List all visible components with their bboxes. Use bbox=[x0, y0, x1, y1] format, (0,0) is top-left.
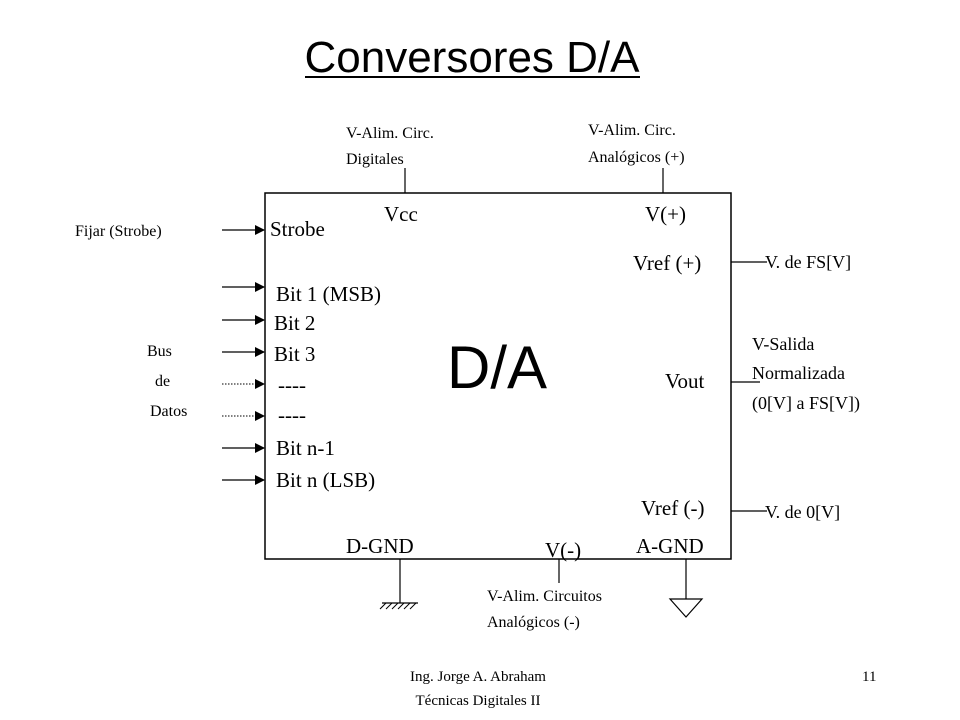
signal-ground-icon bbox=[668, 598, 704, 618]
vcc-note-line2: Digitales bbox=[346, 151, 404, 168]
pin-label-bit3: Bit 3 bbox=[274, 342, 315, 366]
vout-note-line3: (0[V] a FS[V]) bbox=[752, 393, 860, 414]
pin-label-vout: Vout bbox=[665, 369, 704, 393]
da-converter-block bbox=[264, 192, 732, 560]
footer-author: Ing. Jorge A. Abraham bbox=[410, 669, 546, 685]
pin-label-bit2: Bit 2 bbox=[274, 311, 315, 335]
bus-note-line2: de bbox=[155, 373, 170, 390]
chassis-ground-icon bbox=[379, 602, 418, 610]
pin-label-vplus: V(+) bbox=[645, 202, 686, 226]
vminus-note-line2: Analógicos (-) bbox=[487, 614, 580, 631]
pin-label-vcc: Vcc bbox=[384, 202, 418, 226]
pin-label-dash1: ---- bbox=[278, 373, 306, 397]
pin-label-bit1: Bit 1 (MSB) bbox=[276, 282, 381, 306]
bus-note-line3: Datos bbox=[150, 403, 187, 420]
pin-label-bitn: Bit n (LSB) bbox=[276, 468, 375, 492]
fijar-strobe-note: Fijar (Strobe) bbox=[75, 223, 162, 240]
pin-label-vminus: V(-) bbox=[545, 538, 581, 562]
pin-label-dash2: ---- bbox=[278, 403, 306, 427]
vcc-note-line1: V-Alim. Circ. bbox=[346, 125, 434, 142]
vminus-note-line1: V-Alim. Circuitos bbox=[487, 588, 602, 605]
bus-note-line1: Bus bbox=[147, 343, 172, 360]
pin-label-strobe: Strobe bbox=[270, 217, 325, 241]
footer-course: Técnicas Digitales II bbox=[416, 693, 541, 709]
block-center-label: D/A bbox=[447, 334, 547, 401]
vplus-note-line1: V-Alim. Circ. bbox=[588, 122, 676, 139]
vref-plus-note: V. de FS[V] bbox=[765, 252, 851, 272]
page-number: 11 bbox=[862, 669, 876, 685]
pin-label-bitn1: Bit n-1 bbox=[276, 436, 335, 460]
pin-label-dgnd: D-GND bbox=[346, 534, 414, 558]
page-title: Conversores D/A bbox=[304, 33, 640, 82]
pin-label-vref-minus: Vref (-) bbox=[641, 496, 704, 520]
vout-note-line2: Normalizada bbox=[752, 363, 845, 383]
pin-label-vref-plus: Vref (+) bbox=[633, 251, 701, 275]
vout-note-line1: V-Salida bbox=[752, 334, 814, 354]
vplus-note-line2: Analógicos (+) bbox=[588, 149, 685, 166]
vref-minus-note: V. de 0[V] bbox=[765, 502, 840, 522]
pin-label-agnd: A-GND bbox=[636, 534, 704, 558]
